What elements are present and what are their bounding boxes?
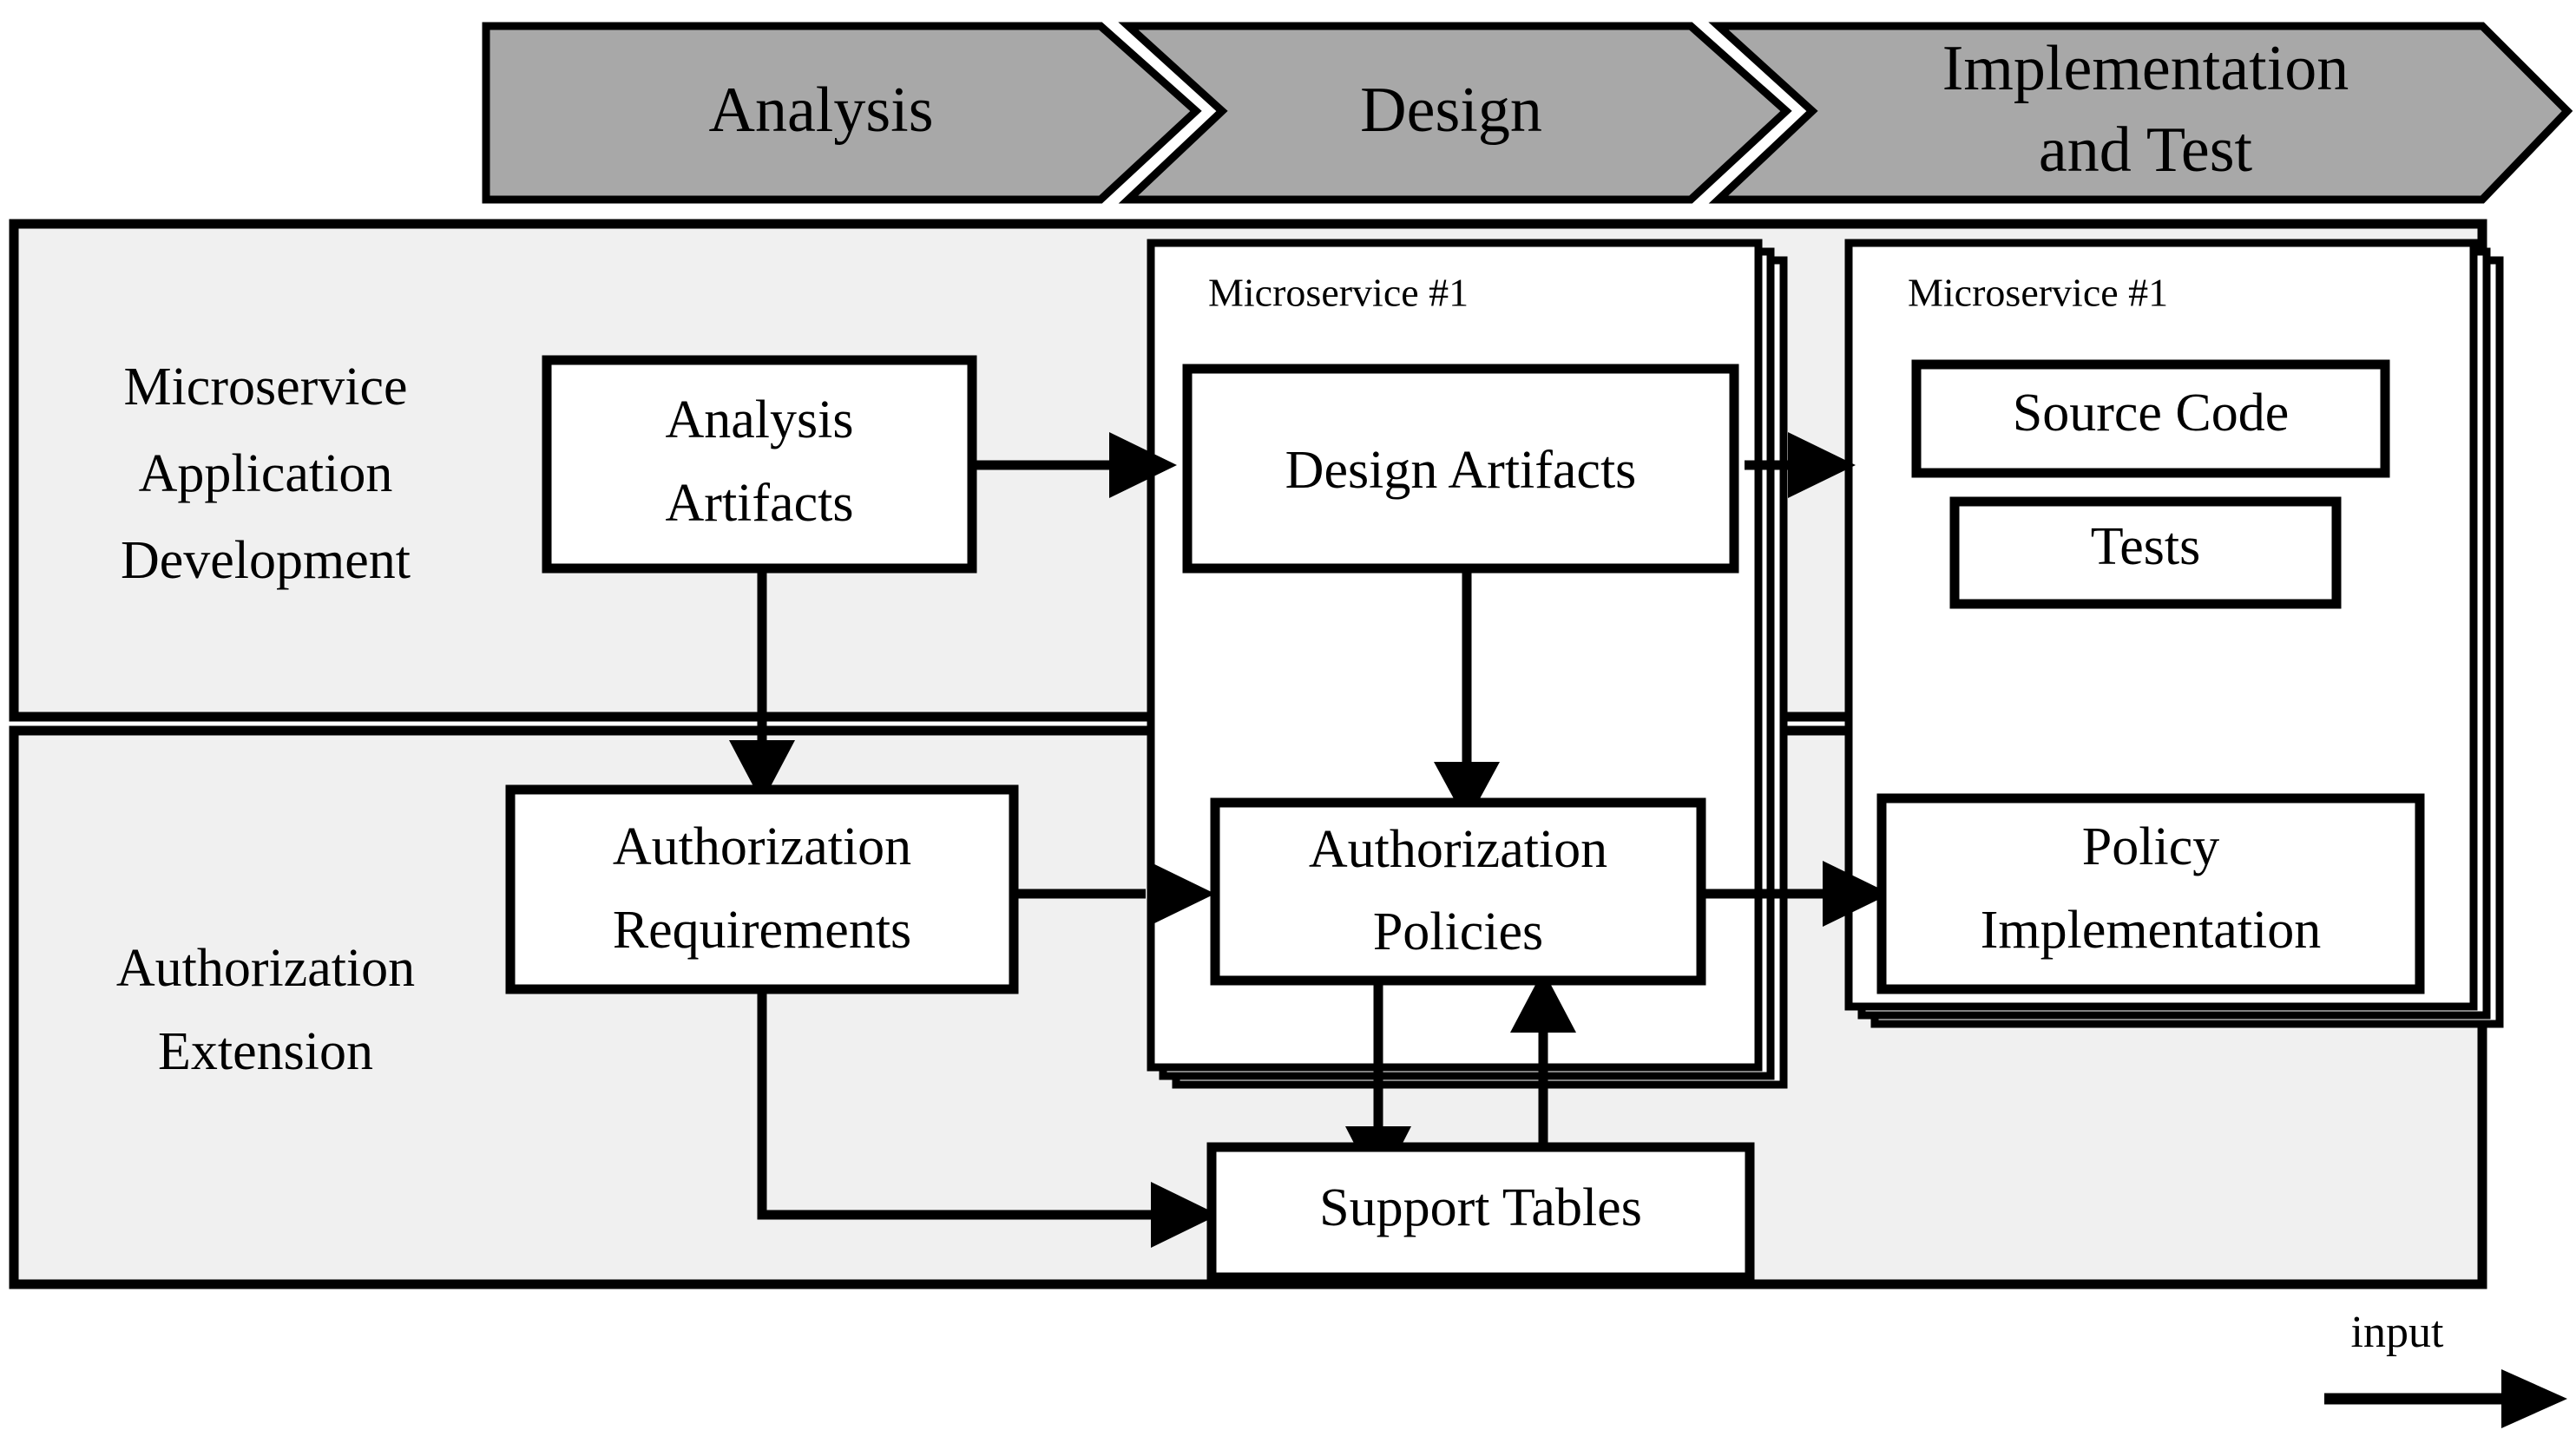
label-auth-requirements-line2: Requirements — [613, 901, 911, 960]
label-design-artifacts: Design Artifacts — [1285, 441, 1637, 500]
label-auth-requirements-line1: Authorization — [613, 817, 911, 876]
label-tests: Tests — [2091, 517, 2201, 576]
arrowhead-analysis-to-auth-requirements — [729, 740, 795, 803]
arrowhead-policies-to-policy-implementation — [1823, 861, 1890, 927]
label-policy-implementation-line2: Implementation — [1981, 901, 2322, 960]
phase-chevron-analysis[interactable] — [482, 22, 1202, 204]
box-authorization-requirements[interactable] — [505, 784, 1019, 994]
phase-label-implementation-line2: and Test — [2039, 115, 2253, 186]
phase-chevron-implementation[interactable] — [1708, 22, 2573, 204]
phase-label-analysis: Analysis — [709, 75, 934, 146]
card-title-implementation-microservice: Microservice #1 — [1908, 271, 2168, 315]
arrowhead-design-artifacts-to-policies — [1434, 762, 1500, 823]
phase-chevron-design[interactable] — [1118, 22, 1792, 204]
box-source-code[interactable] — [1911, 359, 2390, 478]
label-support-tables: Support Tables — [1319, 1178, 1642, 1237]
legend-arrowhead — [2501, 1369, 2567, 1428]
arrowhead-auth-requirements-to-policies — [1147, 861, 1215, 927]
box-support-tables[interactable] — [1206, 1142, 1755, 1282]
arrowhead-support-tables-to-policies — [1510, 970, 1576, 1033]
box-authorization-policies[interactable] — [1210, 797, 1706, 986]
box-design-artifacts[interactable] — [1182, 364, 1739, 574]
lane-label-authext-line2: Extension — [158, 1022, 373, 1081]
label-source-code: Source Code — [2013, 384, 2290, 443]
box-policy-implementation[interactable] — [1876, 793, 2425, 994]
lane-label-msad-line1: Microservice — [123, 358, 407, 417]
label-auth-policies-line1: Authorization — [1309, 820, 1607, 879]
lane-label-msad-line3: Development — [121, 531, 411, 590]
phase-label-implementation-line1: Implementation — [1942, 33, 2349, 104]
arrowhead-design-to-source-code — [1788, 432, 1856, 498]
label-analysis-artifacts-line1: Analysis — [666, 390, 854, 449]
arrowhead-analysis-to-design — [1109, 432, 1177, 498]
arrowhead-auth-requirements-to-support-tables — [1151, 1182, 1219, 1248]
legend-input — [2324, 1369, 2567, 1428]
phase-label-design: Design — [1360, 75, 1542, 146]
lane-label-msad-line2: Application — [139, 444, 393, 503]
box-analysis-artifacts[interactable] — [542, 355, 977, 574]
edge-auth-requirements-to-support-tables — [757, 989, 1163, 1220]
label-auth-policies-line2: Policies — [1373, 902, 1543, 961]
card-title-design-microservice: Microservice #1 — [1208, 271, 1469, 315]
box-tests[interactable] — [1949, 496, 2342, 609]
label-analysis-artifacts-line2: Artifacts — [666, 474, 854, 533]
phase-banner — [482, 22, 2573, 204]
lane-label-authext-line1: Authorization — [116, 939, 415, 998]
label-policy-implementation-line1: Policy — [2082, 817, 2219, 876]
legend-label-input: input — [2351, 1308, 2444, 1357]
